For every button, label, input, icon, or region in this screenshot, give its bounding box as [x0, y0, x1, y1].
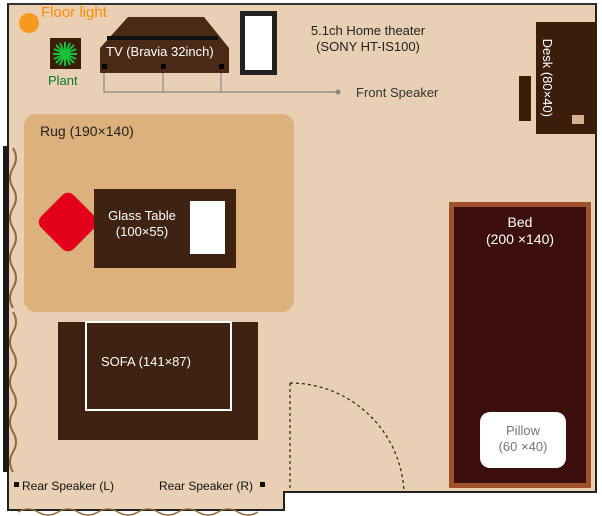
curtain-lower: [9, 311, 17, 473]
desk-label: Desk (80×40): [540, 38, 555, 117]
red-cushion: [38, 192, 98, 252]
sofa-label: SOFA (141×87): [101, 354, 191, 369]
door-swing: [289, 382, 405, 493]
glass-table-line2: (100×55): [115, 223, 169, 239]
plant-label: Plant: [48, 73, 78, 88]
bed-line1: Bed: [507, 214, 533, 230]
desk-item: [572, 115, 584, 124]
left-window: [3, 146, 9, 472]
tv-stand: [100, 17, 229, 73]
bed-label: Bed (200 ×140): [454, 214, 586, 248]
curtain-bottom: [17, 508, 259, 516]
desk-chair: [519, 76, 531, 121]
glass-table-line1: Glass Table: [108, 208, 176, 223]
sofa: [58, 322, 258, 440]
home-theater-label: 5.1ch Home theater (SONY HT-IS100): [283, 23, 453, 54]
rear-speaker-left-icon: [14, 482, 19, 487]
speaker-wire: [103, 73, 338, 93]
rear-speaker-right-label: Rear Speaker (R): [159, 479, 254, 493]
bed-line2: (200 ×140): [485, 230, 555, 247]
pillow: [480, 412, 566, 468]
sofa-seat: [85, 321, 232, 411]
pillow-line2: (60 ×40): [498, 438, 548, 454]
curtain-upper: [9, 147, 17, 309]
home-theater-face: [245, 16, 272, 70]
tv-leg-middle: [161, 64, 166, 69]
front-speaker-label: Front Speaker: [356, 85, 439, 100]
tv-label: TV (Bravia 32inch): [106, 44, 214, 59]
glass-table-top: [190, 201, 225, 254]
home-theater-line1: 5.1ch Home theater: [310, 23, 426, 38]
floor-light-icon: [19, 13, 39, 33]
tv-leg-left: [102, 64, 107, 69]
desk: [536, 22, 596, 134]
pillow-line1: Pillow: [506, 423, 540, 438]
home-theater-line2: (SONY HT-IS100): [316, 38, 420, 54]
floor-light-label: Floor light: [41, 4, 107, 21]
pillow-label: Pillow (60 ×40): [480, 423, 566, 454]
rear-speaker-left-label: Rear Speaker (L): [22, 479, 115, 493]
rug-label: Rug (190×140): [40, 123, 134, 139]
front-speaker-dot: [335, 89, 341, 95]
tv-screen: [107, 36, 218, 40]
tv-leg-right: [219, 64, 224, 69]
plant-icon: [53, 42, 77, 66]
rear-speaker-right-icon: [260, 482, 265, 487]
glass-table-label: Glass Table (100×55): [98, 208, 186, 239]
